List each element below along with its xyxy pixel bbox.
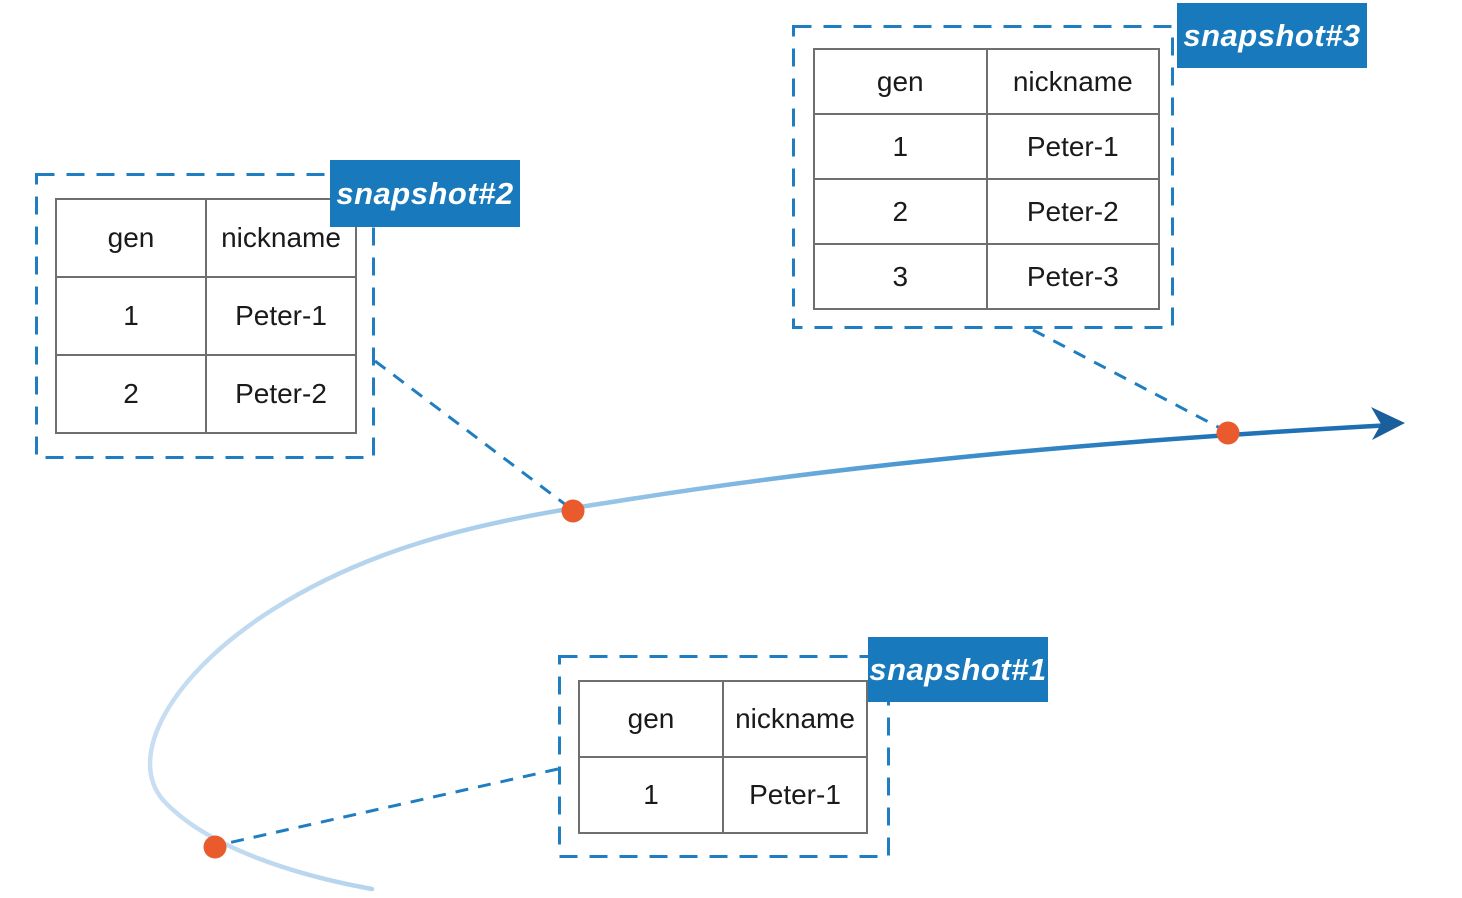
table-row: 1 Peter-1 <box>813 113 1160 180</box>
gen-header: gen <box>813 48 988 115</box>
snapshot1-dashed-outline <box>558 655 890 858</box>
timeline-point-3 <box>1216 421 1240 445</box>
cell-nickname: Peter-1 <box>985 113 1160 180</box>
cell-gen: 1 <box>813 113 988 180</box>
cell-gen: 2 <box>813 178 988 245</box>
gen-header: gen <box>55 198 207 278</box>
connector-snapshot2 <box>374 359 567 507</box>
snapshot2-table: gen nickname 1 Peter-1 2 Peter-2 <box>55 198 357 434</box>
cell-gen: 2 <box>55 354 207 434</box>
snapshot1-table: gen nickname 1 Peter-1 <box>578 680 868 834</box>
table-row: 1 Peter-1 <box>578 756 868 834</box>
cell-nickname: Peter-3 <box>985 243 1160 310</box>
cell-nickname: Peter-2 <box>205 354 357 434</box>
connector-snapshot1 <box>227 767 559 845</box>
table-header-row: gen nickname <box>813 48 1160 115</box>
snapshot1-label: snapshot#1 <box>868 637 1048 702</box>
table-row: 2 Peter-2 <box>813 178 1160 245</box>
timeline-curve <box>147 422 1395 892</box>
cell-nickname: Peter-1 <box>205 276 357 356</box>
table-header-row: gen nickname <box>578 680 868 758</box>
cell-gen: 3 <box>813 243 988 310</box>
table-row: 1 Peter-1 <box>55 276 357 356</box>
snapshot2-dashed-outline <box>35 173 375 459</box>
snapshot3-table: gen nickname 1 Peter-1 2 Peter-2 3 Peter… <box>813 48 1160 310</box>
cell-gen: 1 <box>55 276 207 356</box>
nickname-header: nickname <box>205 198 357 278</box>
nickname-header: nickname <box>722 680 868 758</box>
nickname-header: nickname <box>985 48 1160 115</box>
snapshot3-dashed-outline <box>792 25 1174 329</box>
timeline-arrowhead-icon <box>1371 407 1405 440</box>
gen-header: gen <box>578 680 724 758</box>
table-header-row: gen nickname <box>55 198 357 278</box>
timeline-point-2 <box>561 499 585 523</box>
cell-nickname: Peter-1 <box>722 756 868 834</box>
cell-gen: 1 <box>578 756 724 834</box>
connector-snapshot3 <box>1032 328 1221 430</box>
table-row: 2 Peter-2 <box>55 354 357 434</box>
snapshot3-label: snapshot#3 <box>1177 3 1367 68</box>
timeline-point-1 <box>203 835 227 859</box>
cell-nickname: Peter-2 <box>985 178 1160 245</box>
table-row: 3 Peter-3 <box>813 243 1160 310</box>
snapshot2-label: snapshot#2 <box>330 160 520 227</box>
